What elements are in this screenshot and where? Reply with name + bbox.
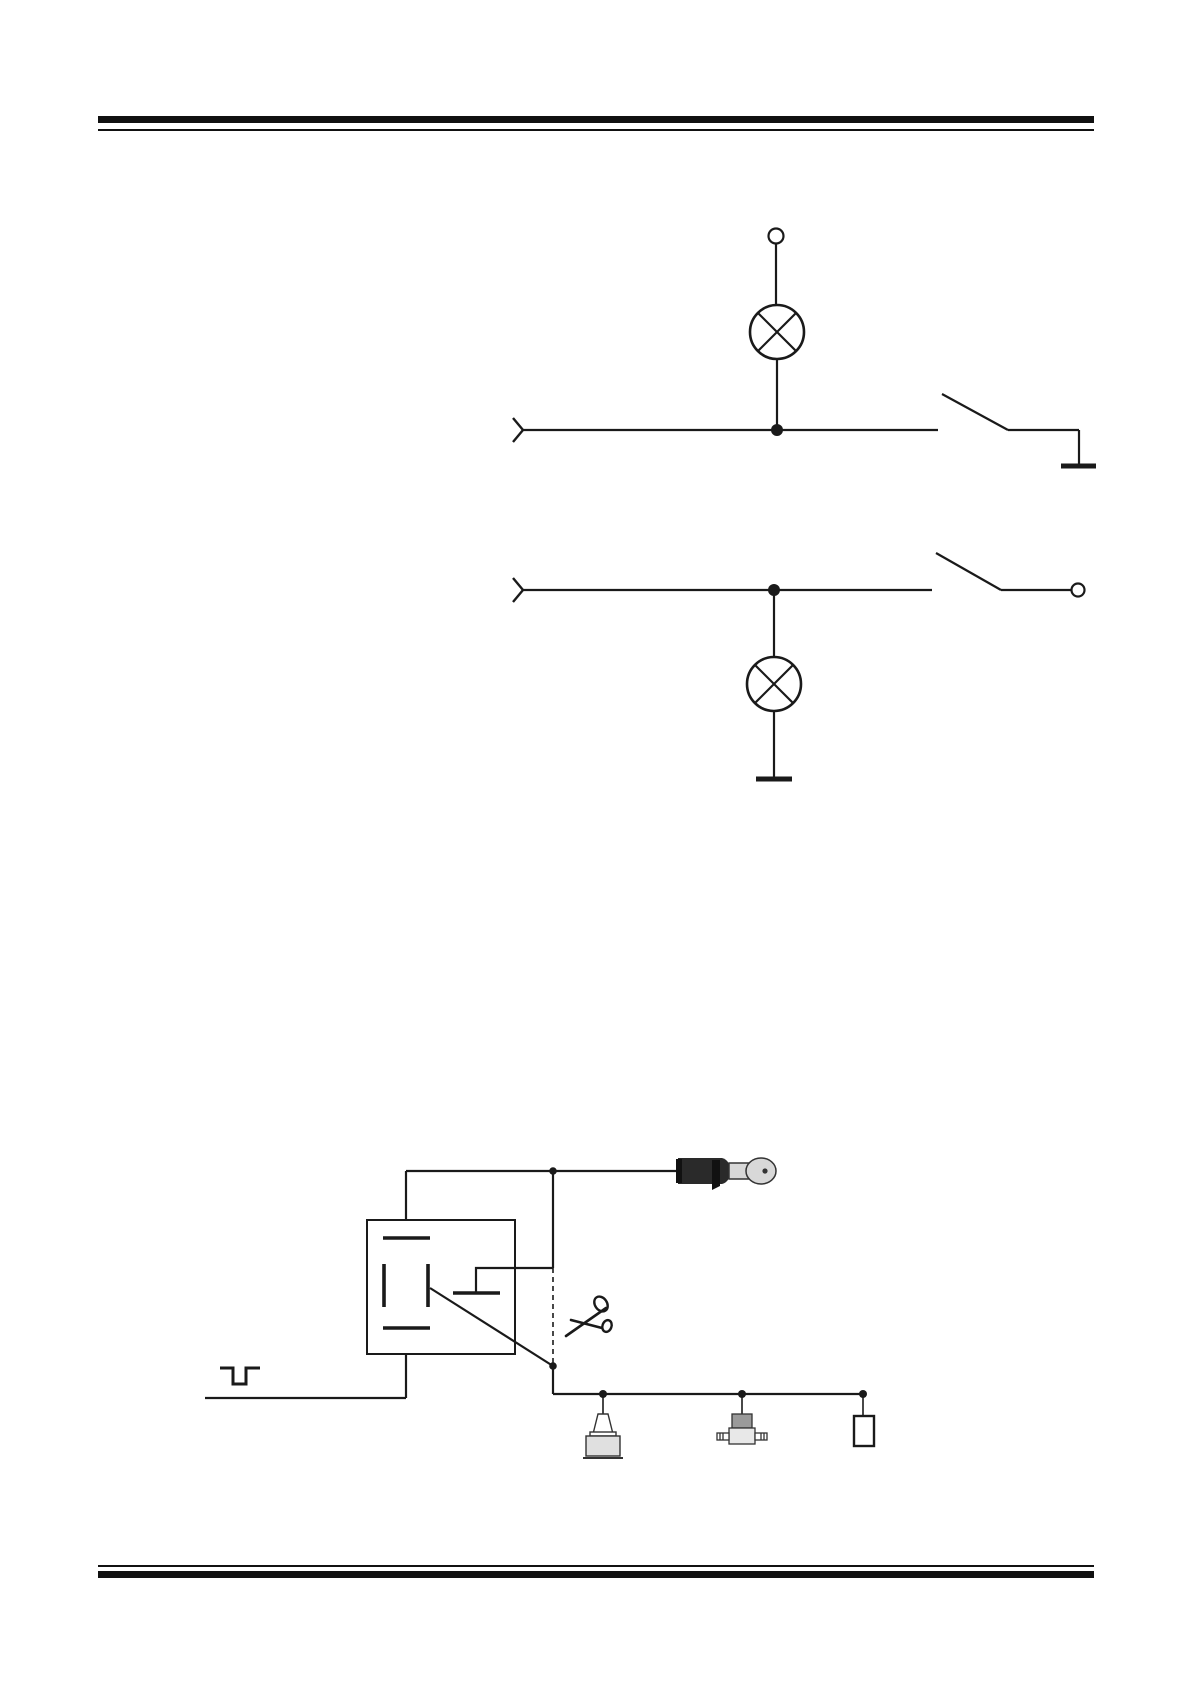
lamp-to-ground-switch-diagram (513, 229, 1096, 467)
lamp-icon (747, 657, 801, 711)
input-arrow (513, 578, 523, 602)
switch (942, 394, 1008, 430)
supply-terminal (769, 229, 784, 244)
ignition-coil-icon (583, 1414, 623, 1458)
scissors-icon (566, 1294, 613, 1336)
starter-load-icon (854, 1416, 874, 1446)
output-terminal (1072, 584, 1085, 597)
switch (936, 553, 1001, 590)
lamp-to-positive-switch-diagram (513, 553, 1085, 779)
fuel-solenoid-valve-icon (717, 1414, 767, 1444)
ignition-key-icon (676, 1158, 776, 1190)
relay-box (367, 1220, 515, 1354)
input-arrow (513, 418, 523, 442)
junction-dot (771, 424, 783, 436)
pulse-signal-icon (220, 1368, 260, 1384)
relay-immobilizer-diagram (205, 1158, 874, 1458)
lamp-icon (750, 305, 804, 359)
